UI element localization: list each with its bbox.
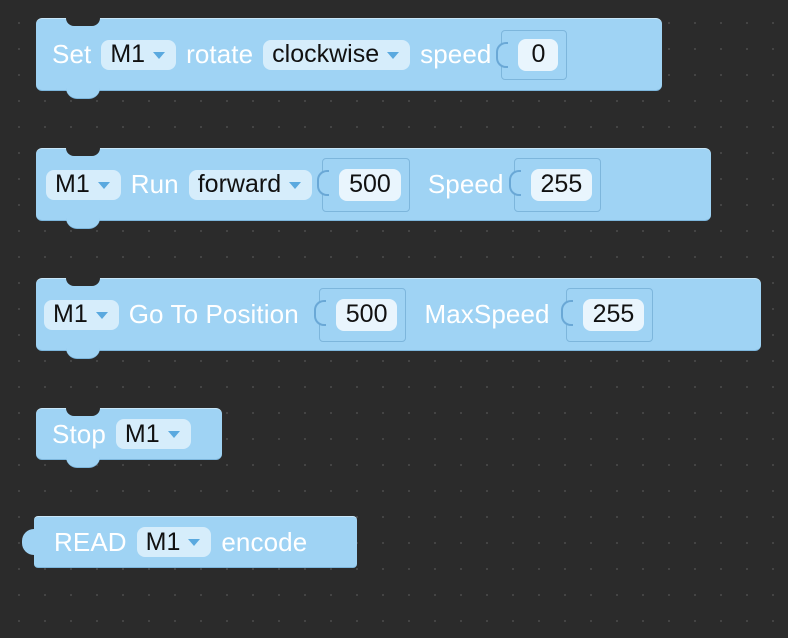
puzzle-notch-icon	[508, 169, 521, 196]
block-read-encode[interactable]: READ M1 encode	[22, 516, 357, 568]
output-connector-icon	[22, 529, 36, 555]
dropdown-value: M1	[145, 527, 181, 556]
position-input[interactable]: 500	[335, 298, 398, 331]
block-set-rotate[interactable]: Set M1 rotate clockwise speed 0	[36, 18, 662, 99]
label-set: Set	[52, 39, 92, 69]
chevron-down-icon	[93, 174, 115, 196]
speed-input[interactable]: 0	[518, 38, 559, 71]
motor-dropdown[interactable]: M1	[136, 527, 212, 557]
speed-input-slot: 0	[496, 29, 568, 80]
puzzle-notch-icon	[496, 41, 509, 68]
block-goto-position[interactable]: M1 Go To Position 500 MaxSpeed 255	[36, 278, 761, 359]
motor-dropdown[interactable]: M1	[44, 299, 119, 330]
label-go-to-position: Go To Position	[128, 299, 299, 329]
label-read: READ	[54, 526, 127, 557]
label-speed: Speed	[427, 169, 504, 199]
label-run: Run	[130, 169, 179, 199]
position-input-slot: 500	[313, 287, 407, 342]
puzzle-notch-icon	[560, 299, 573, 326]
chevron-down-icon	[382, 44, 404, 66]
chevron-down-icon	[284, 174, 306, 196]
chevron-down-icon	[91, 304, 113, 326]
dropdown-value: M1	[124, 419, 160, 448]
motor-dropdown[interactable]: M1	[115, 419, 191, 449]
direction-dropdown[interactable]: forward	[188, 169, 313, 200]
steps-input-slot: 500	[317, 157, 410, 212]
label-maxspeed: MaxSpeed	[424, 299, 550, 329]
label-rotate: rotate	[186, 39, 254, 69]
label-encode: encode	[221, 526, 308, 557]
block-stop[interactable]: Stop M1	[36, 408, 222, 468]
dropdown-value: M1	[110, 40, 146, 68]
speed-input[interactable]: 255	[530, 168, 593, 201]
dropdown-value: M1	[55, 170, 90, 198]
motor-dropdown[interactable]: M1	[46, 169, 121, 200]
chevron-down-icon	[183, 531, 205, 553]
dropdown-value: M1	[53, 300, 88, 328]
block-run[interactable]: M1 Run forward 500 Speed 255	[36, 148, 711, 229]
speed-input-slot: 255	[508, 157, 602, 212]
puzzle-notch-icon	[313, 299, 326, 326]
chevron-down-icon	[163, 423, 185, 445]
dropdown-value: clockwise	[272, 40, 380, 68]
steps-input[interactable]: 500	[339, 168, 401, 201]
motor-dropdown[interactable]: M1	[101, 39, 177, 70]
direction-dropdown[interactable]: clockwise	[263, 39, 411, 70]
label-stop: Stop	[52, 418, 106, 449]
maxspeed-input[interactable]: 255	[582, 298, 645, 331]
dropdown-value: forward	[197, 170, 282, 198]
puzzle-notch-icon	[317, 169, 330, 196]
chevron-down-icon	[148, 44, 170, 66]
maxspeed-input-slot: 255	[560, 287, 654, 342]
label-speed: speed	[420, 39, 492, 69]
